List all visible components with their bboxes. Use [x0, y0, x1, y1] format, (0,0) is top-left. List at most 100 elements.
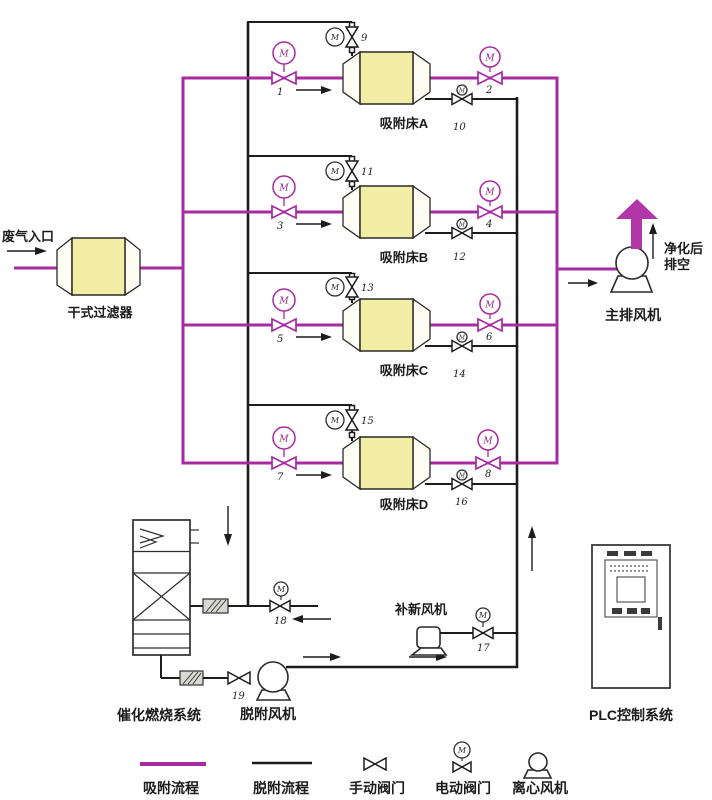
valve-11-number: 11	[361, 167, 374, 178]
down-flow-arrow	[224, 506, 232, 546]
makeup-air-fan-group: 补新风机 M 17	[394, 602, 518, 656]
waste-gas-inlet: 废气入口	[2, 229, 185, 270]
waste-gas-inlet-label: 废气入口	[2, 229, 54, 244]
valve-1: M 1	[271, 41, 297, 98]
main-exhaust-fan-label: 主排风机	[605, 307, 661, 323]
legend-desorption-line: 脱附流程	[252, 761, 312, 796]
valve-18-motor-mark: M	[276, 585, 286, 594]
valve-13-motor-mark: M	[330, 283, 340, 292]
valve-7-motor-mark: M	[278, 435, 289, 445]
bed-b-left-cone	[342, 184, 361, 240]
valve-9-motor-mark: M	[330, 33, 340, 42]
valve-12-number: 12	[453, 252, 466, 263]
valve-5-motor-mark: M	[278, 297, 289, 307]
bed-a-label: 吸附床A	[380, 116, 429, 131]
valve-17-number: 17	[477, 643, 490, 654]
bed-b-flow-arrow	[296, 220, 332, 228]
filter-left-cone	[56, 236, 73, 297]
exhaust-up-arrow	[649, 223, 657, 259]
dry-filter-label: 干式过滤器	[67, 305, 133, 320]
adsorption-bed-d: 吸附床D	[342, 435, 431, 512]
valve-9: M 9	[247, 21, 368, 56]
desorption-fan-label: 脱附风机	[240, 706, 296, 722]
valve-2-motor-mark: M	[484, 54, 495, 64]
bed-c-left-cone	[342, 297, 361, 353]
valve-8-motor-mark: M	[482, 437, 493, 447]
valve-19: 19	[227, 670, 251, 702]
legend-adsorption-label: 吸附流程	[143, 780, 199, 796]
makeup-fan-body	[416, 626, 441, 649]
valve-3: M 3	[271, 175, 297, 232]
valve-19-number: 19	[232, 691, 245, 702]
desorption-fan-impeller	[257, 661, 289, 693]
valve-2-number: 2	[485, 85, 492, 96]
legend-fan-label: 离心风机	[512, 780, 568, 796]
valve-5: M 5	[271, 288, 297, 345]
valve-14: M 14	[425, 331, 518, 380]
valve-6: M 6	[477, 293, 503, 343]
valve-6-number: 6	[486, 332, 493, 343]
bed-row-d: M 7 吸附床D M 15 M	[183, 404, 559, 512]
clean-exhaust-label-line1: 净化后	[664, 241, 703, 256]
bed-d-left-cone	[342, 435, 361, 491]
plc-control-cabinet: PLC控制系统	[589, 544, 673, 723]
clean-exhaust-label-line2: 排空	[664, 257, 690, 272]
legend-motor-valve: M 电动阀门	[435, 741, 491, 796]
filter-body	[71, 237, 126, 296]
bed-a-right-cone	[412, 50, 431, 106]
main-exhaust-fan-group: 净化后 排空 主排风机	[557, 199, 703, 323]
valve-7-number: 7	[277, 472, 284, 483]
legend-adsorption-line: 吸附流程	[140, 762, 206, 796]
valve-8-number: 8	[485, 469, 491, 480]
bed-b-label: 吸附床B	[380, 250, 428, 265]
main-fan-base	[609, 275, 654, 293]
bed-row-b: M 3 吸附床B M 11 M	[183, 155, 559, 265]
makeup-air-in-arrow	[292, 615, 331, 623]
valve-16: M 16	[425, 469, 518, 508]
bed-a-flow-arrow	[296, 86, 332, 94]
valve-6-motor-mark: M	[484, 301, 495, 311]
valve-17-motor-mark: M	[478, 611, 488, 620]
bed-c-label: 吸附床C	[380, 363, 429, 378]
valve-18: M 18	[269, 581, 291, 627]
plc-screen	[616, 576, 646, 603]
inlet-arrow-head	[35, 247, 47, 255]
valve-1-motor-mark: M	[278, 50, 289, 60]
valve-18-number: 18	[274, 616, 287, 627]
valve-7: M 7	[271, 426, 297, 483]
legend-desorption-label: 脱附流程	[253, 780, 309, 796]
clean-exhaust-arrow	[616, 199, 658, 249]
valve-4-motor-mark: M	[484, 188, 495, 198]
legend-centrifugal-fan: 离心风机	[512, 752, 568, 796]
catalytic-vessel	[132, 519, 191, 656]
bed-d-right-cone	[412, 435, 431, 491]
legend-manual-valve: 手动阀门	[349, 756, 405, 796]
bed-b-body	[359, 185, 414, 239]
valve-11: M 11	[247, 155, 374, 190]
catalytic-combustion-system: 催化燃烧系统	[117, 519, 201, 723]
adsorption-bed-b: 吸附床B	[342, 184, 431, 265]
bed-c-body	[359, 298, 414, 352]
legend: 吸附流程 脱附流程 手动阀门 M 电动阀门 离心风机	[140, 741, 568, 796]
valve-16-motor-mark: M	[458, 473, 466, 480]
valve-4: M 4	[477, 180, 503, 230]
valve-9-number: 9	[361, 33, 368, 44]
valve-15-number: 15	[361, 416, 374, 427]
valve-13: M 13	[247, 272, 374, 303]
valve-15-motor-mark: M	[330, 416, 340, 425]
valve-2: M 2	[477, 46, 503, 96]
bed-row-a: M 1 吸附床A M 9 M	[183, 21, 559, 133]
bed-b-right-cone	[412, 184, 431, 240]
plc-door-handle	[658, 617, 662, 630]
valve-10-motor-mark: M	[458, 88, 466, 95]
bed-c-right-cone	[412, 297, 431, 353]
valve-5-number: 5	[277, 334, 283, 345]
bed-row-c: M 5 吸附床C M 13 M	[183, 272, 559, 380]
valve-10-number: 10	[453, 122, 466, 133]
bed-a-body	[359, 51, 414, 105]
legend-motor-valve-label: 电动阀门	[435, 780, 491, 796]
desorption-fan-group: 19 脱附风机	[160, 655, 296, 722]
bed-d-flow-arrow	[296, 471, 332, 479]
